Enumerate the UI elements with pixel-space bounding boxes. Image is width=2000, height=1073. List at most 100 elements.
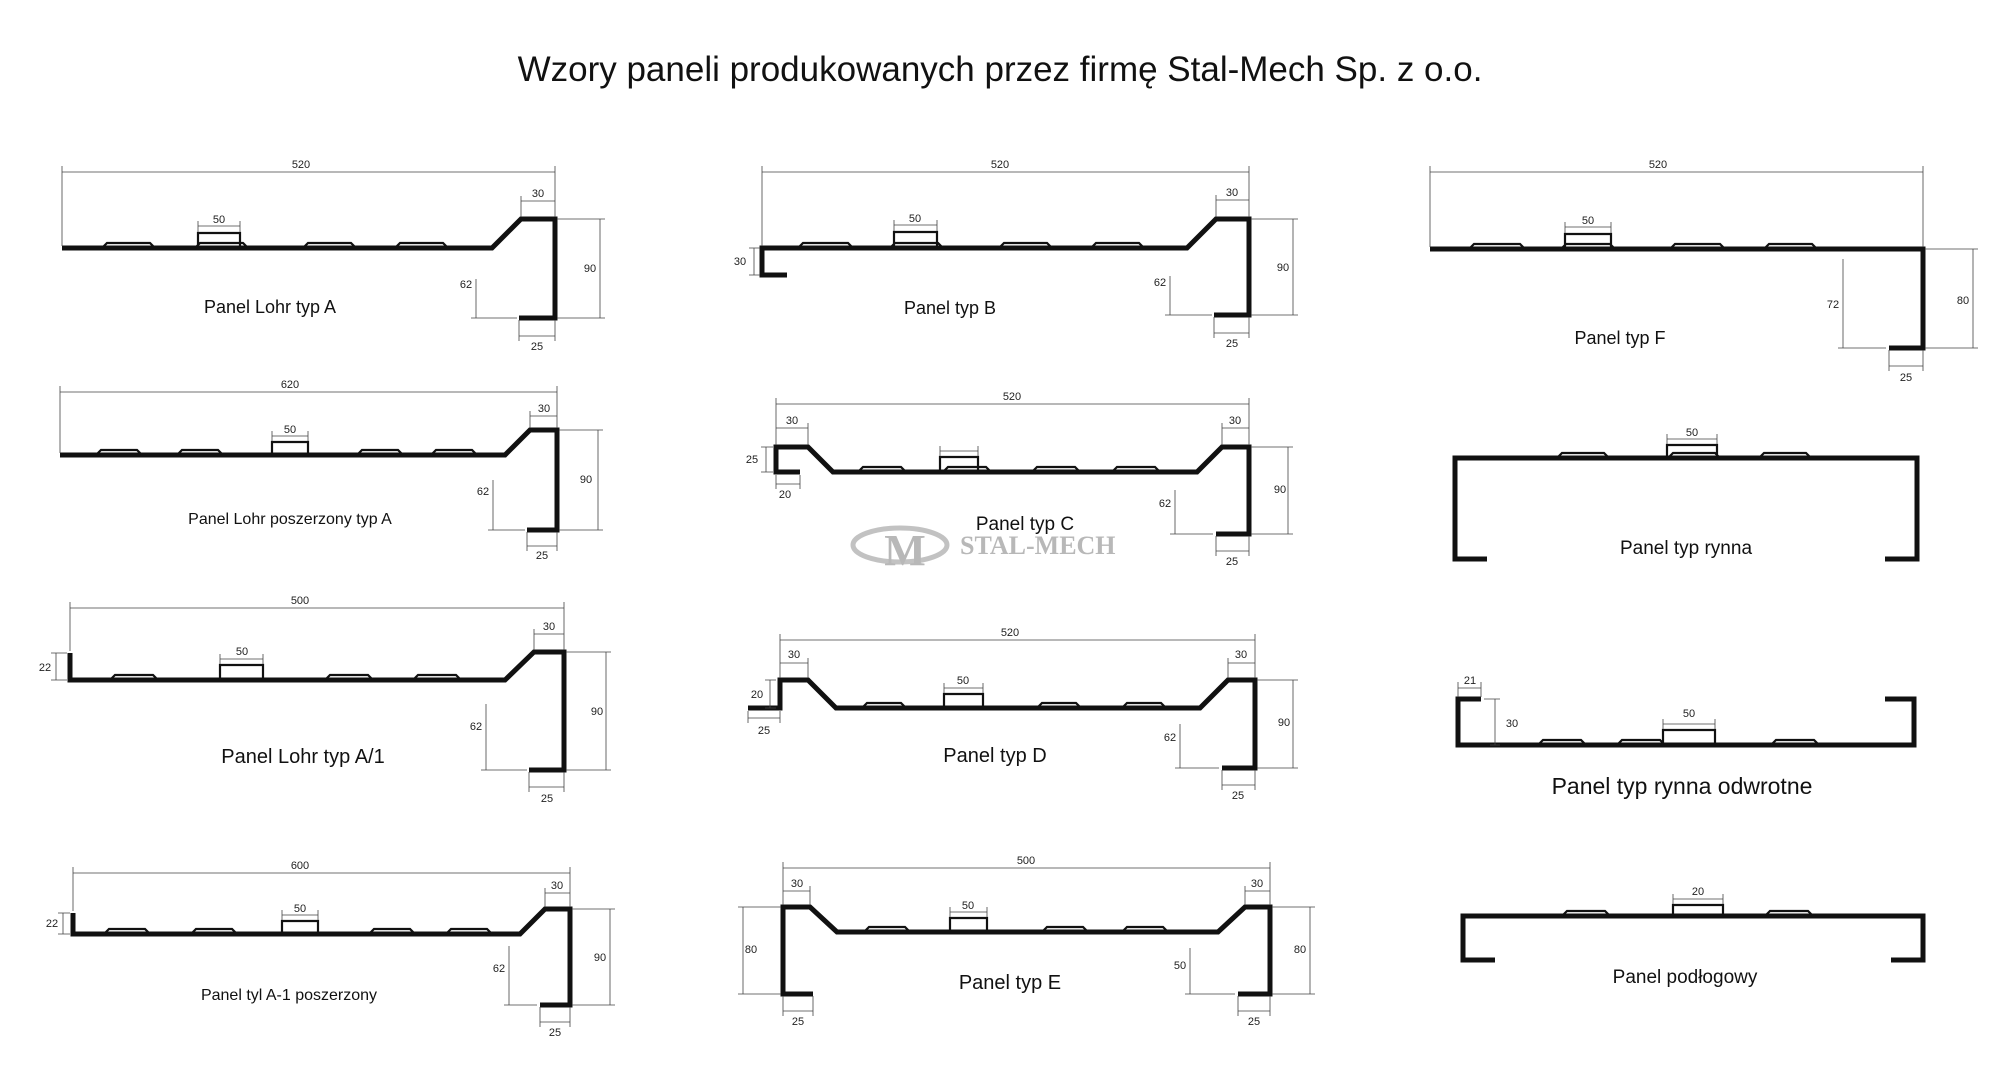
dim-rib: 50 (1683, 708, 1695, 720)
dim-drop: 62 (1159, 498, 1171, 510)
dim-drop: 62 (470, 721, 482, 733)
panel-caption: Panel typ C (976, 514, 1074, 535)
dim-width: 520 (1649, 159, 1667, 171)
dim-width: 520 (1003, 391, 1021, 403)
dim-top: 30 (543, 621, 555, 633)
panel-typ-d: 520 30 30 50 20 25 90 62 25 Panel typ D (747, 627, 1298, 802)
dimension-lines (61, 166, 605, 341)
dimension-lines (738, 862, 1315, 1016)
dim-foot: 25 (536, 550, 548, 562)
dim-left-height: 20 (751, 689, 763, 701)
dim-width: 500 (291, 595, 309, 607)
panel-profile (1460, 913, 1926, 963)
page-title: Wzory paneli produkowanych przez firmę S… (517, 50, 1483, 89)
panel-profile (748, 677, 1258, 771)
dim-top-left: 30 (791, 878, 803, 890)
dim-rib: 50 (957, 675, 969, 687)
dim-top-right: 30 (1229, 415, 1241, 427)
dim-foot: 25 (549, 1027, 561, 1039)
panel-caption: Panel typ rynna (1620, 538, 1752, 559)
dim-drop: 50 (1174, 960, 1186, 972)
dim-drop: 62 (1154, 277, 1166, 289)
panel-tyl-a1-poszerzony: 600 50 30 90 62 25 22 Panel tyl A-1 posz… (46, 860, 615, 1039)
dim-top-left: 30 (788, 649, 800, 661)
panel-caption: Panel tyl A-1 poszerzony (201, 987, 377, 1004)
panel-profile (773, 444, 1252, 537)
dimension-lines (58, 867, 615, 1027)
panel-caption: Panel Lohr poszerzony typ A (188, 511, 392, 528)
panel-ribs (110, 663, 461, 680)
dim-left-foot: 25 (792, 1016, 804, 1028)
panel-ribs (858, 455, 1160, 472)
panel-ribs (1562, 903, 1813, 916)
dim-rib: 20 (1692, 886, 1704, 898)
dim-foot: 25 (1232, 790, 1244, 802)
panel-caption: Panel typ F (1574, 328, 1665, 348)
dim-drop: 62 (1164, 732, 1176, 744)
dim-hook: 30 (734, 256, 746, 268)
panel-ribs (1557, 443, 1811, 458)
dimension-lines (1457, 682, 1716, 746)
dim-rib: 50 (213, 214, 225, 226)
dim-top: 30 (538, 403, 550, 415)
panel-lohr-poszerzony-typ-a: 620 50 30 90 62 25 Panel Lohr poszerzony… (59, 379, 603, 562)
dim-height: 80 (1294, 944, 1306, 956)
dim-drop: 62 (460, 279, 472, 291)
dim-width: 620 (281, 379, 299, 391)
dimension-lines (749, 166, 1298, 338)
panel-typ-rynna-odwrotne: 21 30 50 Panel typ rynna odwrotne (1455, 675, 1917, 799)
dim-height: 90 (594, 952, 606, 964)
panel-ribs (798, 230, 1144, 248)
dim-height: 80 (1957, 295, 1969, 307)
panel-caption: Panel Lohr typ A/1 (221, 746, 384, 768)
dim-height: 90 (1277, 262, 1289, 274)
dim-top: 30 (1226, 187, 1238, 199)
panel-ribs (96, 440, 477, 455)
dim-lip: 22 (39, 662, 51, 674)
dim-foot: 25 (1248, 1016, 1260, 1028)
dim-width: 520 (292, 159, 310, 171)
watermark-logo-mark: M (884, 526, 926, 575)
dim-top: 30 (532, 188, 544, 200)
dim-left-foot: 20 (779, 489, 791, 501)
panel-caption: Panel podłogowy (1613, 967, 1758, 988)
panel-typ-c: 520 30 30 25 20 90 62 25 Panel typ C (746, 391, 1293, 568)
panel-profile (70, 906, 573, 1008)
panel-ribs (102, 231, 448, 248)
dim-height: 90 (591, 706, 603, 718)
dim-top-left: 30 (786, 415, 798, 427)
panel-ribs (1538, 728, 1819, 745)
dim-rib: 50 (1582, 215, 1594, 227)
panel-typ-f: 520 50 72 80 25 Panel typ F (1429, 159, 1978, 384)
dim-foot: 25 (1226, 338, 1238, 350)
panel-lohr-typ-a: 520 50 30 90 62 25 Panel Lohr typ A (61, 159, 605, 353)
dim-lip-width: 21 (1464, 675, 1476, 687)
dim-drop: 62 (493, 963, 505, 975)
dim-lip: 22 (46, 918, 58, 930)
panel-profile (60, 427, 560, 533)
dim-left-foot: 25 (758, 725, 770, 737)
panel-profile (67, 649, 567, 773)
dimension-lines (1429, 166, 1978, 371)
panel-caption: Panel typ D (943, 745, 1046, 767)
dimension-lines (761, 398, 1293, 556)
dim-rib: 50 (962, 900, 974, 912)
dimension-lines (747, 634, 1298, 790)
dim-height: 90 (584, 263, 596, 275)
dim-top: 30 (551, 880, 563, 892)
panel-ribs (864, 916, 1168, 932)
dim-inner: 72 (1827, 299, 1839, 311)
panel-ribs (1469, 232, 1817, 249)
panel-profile (1452, 455, 1920, 562)
dimension-lines (59, 386, 603, 551)
dim-height: 90 (1274, 484, 1286, 496)
dim-height: 90 (580, 474, 592, 486)
panel-typ-b: 520 50 30 90 62 25 30 Panel typ B (734, 159, 1298, 350)
dim-rib: 50 (236, 646, 248, 658)
panel-caption: Panel typ B (904, 298, 996, 318)
panel-lohr-typ-a1: 500 50 30 90 62 25 22 Panel Lohr typ A/1 (39, 595, 611, 805)
dim-drop: 62 (477, 486, 489, 498)
dim-width: 520 (1001, 627, 1019, 639)
dim-height: 90 (1278, 717, 1290, 729)
